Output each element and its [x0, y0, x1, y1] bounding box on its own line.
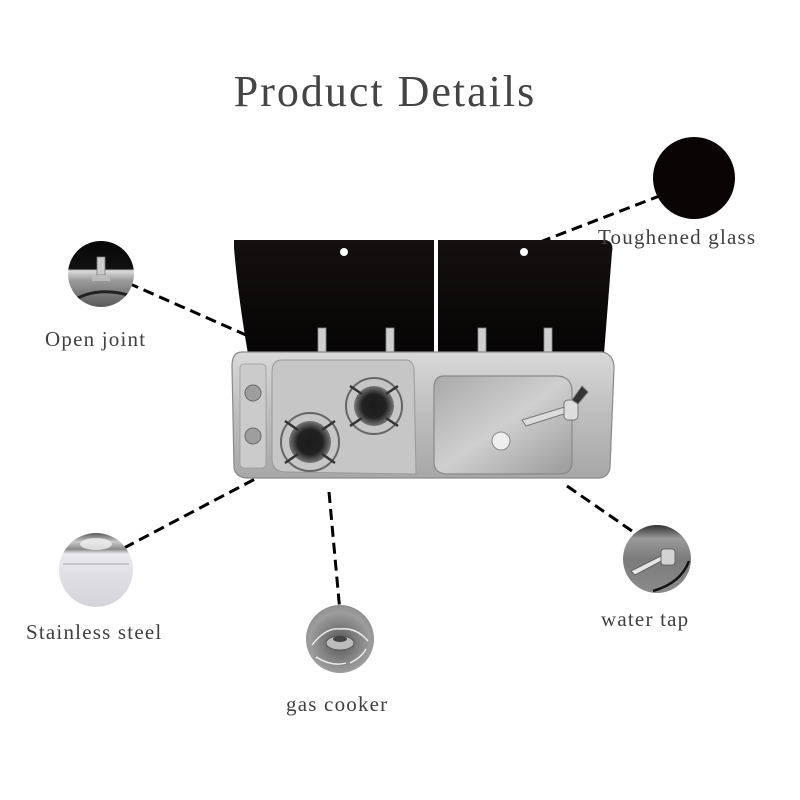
hinge-icon — [75, 256, 129, 301]
open-joint-label: Open joint — [45, 327, 147, 351]
steel-edge-icon — [63, 538, 129, 565]
water-tap-label: water tap — [601, 607, 690, 631]
page-title: Product Details — [233, 67, 537, 116]
faucet-icon — [630, 548, 691, 593]
water-tap-circle — [623, 525, 691, 593]
stainless-steel-circle — [59, 533, 133, 607]
glass-lid-left — [234, 240, 434, 354]
sink-basin — [433, 375, 573, 475]
gas-cooker-label: gas cooker — [286, 692, 389, 716]
toughened-glass-label: Toughened glass — [598, 225, 757, 249]
stainless-steel-label: Stainless steel — [26, 620, 163, 644]
open-joint-circle — [68, 241, 134, 307]
hob-sink-combo-image — [231, 240, 615, 479]
water-tap-fixture — [521, 385, 589, 427]
glass-lid-right — [438, 240, 613, 354]
burner-icon — [311, 628, 369, 665]
toughened-glass-circle — [653, 137, 735, 219]
burner-back — [345, 377, 403, 435]
leader-line-gas-cooker — [327, 491, 342, 613]
gas-cooker-circle — [306, 605, 374, 673]
burner-front — [280, 412, 340, 472]
